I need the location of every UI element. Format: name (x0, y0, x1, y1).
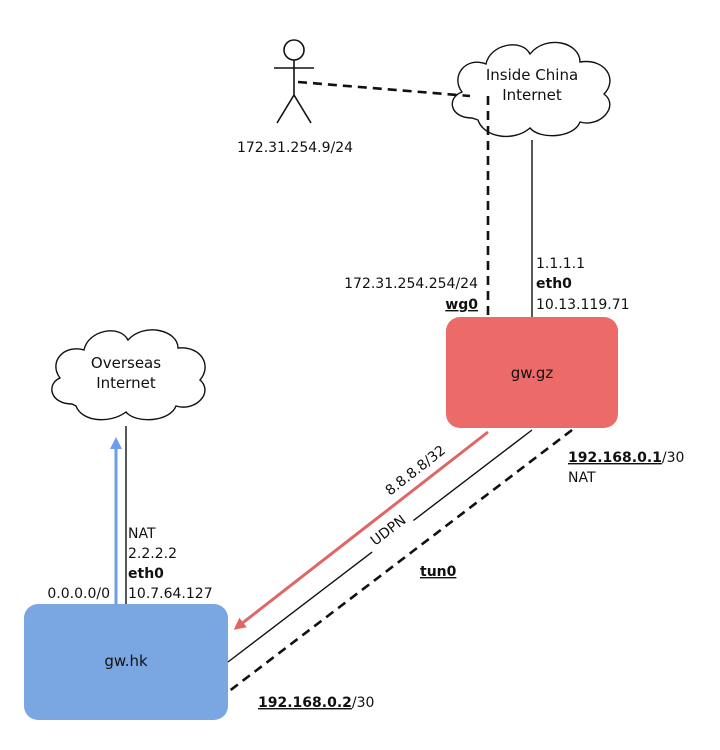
user-icon (274, 39, 314, 124)
china-cloud-label-1: Inside China (486, 66, 578, 84)
gz-eth0-ip: 10.13.119.71 (536, 297, 630, 313)
hk-eth0-ip: 10.7.64.127 (128, 586, 213, 602)
gz-eth0-public: 1.1.1.1 (536, 256, 585, 272)
china-cloud-icon (451, 41, 611, 138)
hk-nat-label: NAT (128, 526, 156, 542)
overseas-cloud-label-1: Overseas (91, 354, 161, 372)
user-ip-label: 172.31.254.9/24 (237, 140, 353, 156)
gz-tunnel-nat-label: NAT (568, 470, 596, 486)
china-cloud-label-2: Internet (502, 86, 562, 104)
gw-gz-label: gw.gz (511, 364, 554, 382)
hk-tunnel-ip-label: 192.168.0.2/30 (258, 695, 374, 711)
user-to-cloud-dashed-link (297, 80, 471, 98)
gz-wg0-name: wg0 (445, 297, 478, 313)
static-route-arrow (233, 430, 489, 630)
gw-hk-node (24, 604, 228, 720)
gz-wg0-ip: 172.31.254.254/24 (344, 276, 478, 292)
hk-eth0-name: eth0 (128, 566, 164, 582)
udpn-label-bg (360, 504, 416, 556)
gz-eth0-name: eth0 (536, 276, 572, 292)
gw-gz-node (446, 317, 618, 428)
gw-hk-label: gw.hk (104, 652, 148, 670)
hk-public-ip: 2.2.2.2 (128, 546, 177, 562)
tun0-label: tun0 (420, 564, 457, 580)
gz-tunnel-ip-label: 192.168.0.1/30 (568, 450, 684, 466)
hk-default-route: 0.0.0.0/0 (47, 586, 110, 602)
overseas-cloud-label-2: Internet (96, 374, 156, 392)
overseas-cloud-icon (51, 329, 206, 421)
tun0-dashed-link (227, 428, 573, 694)
